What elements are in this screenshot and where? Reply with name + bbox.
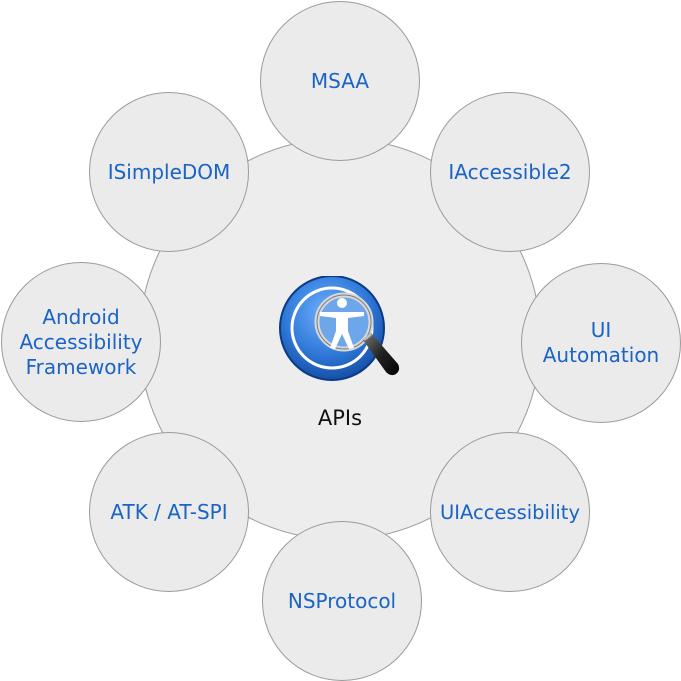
node-label-atk-at-spi: ATK / AT-SPI xyxy=(110,499,228,524)
node-atk-at-spi: ATK / AT-SPI xyxy=(89,432,249,592)
node-uiaccessibility: UIAccessibility xyxy=(430,432,590,592)
node-ui-automation: UI Automation xyxy=(521,263,681,423)
node-nsprotocol: NSProtocol xyxy=(262,521,422,681)
node-label-isimpledom: ISimpleDOM xyxy=(107,159,231,184)
node-android-accessibility-framework: Android Accessibility Framework xyxy=(1,262,161,422)
node-label-android: Android Accessibility Framework xyxy=(19,304,143,379)
node-msaa: MSAA xyxy=(260,1,420,161)
node-label-msaa: MSAA xyxy=(310,68,370,93)
center-label: APIs xyxy=(317,406,363,430)
node-label-uiaccessibility: UIAccessibility xyxy=(439,500,580,524)
node-label-nsprotocol: NSProtocol xyxy=(287,588,397,613)
node-label-iaccessible2: IAccessible2 xyxy=(448,159,572,184)
accessibility-magnifier-icon xyxy=(279,276,400,381)
node-iaccessible2: IAccessible2 xyxy=(430,92,590,252)
node-isimpledom: ISimpleDOM xyxy=(89,92,249,252)
node-label-ui-automation: UI Automation xyxy=(542,318,660,367)
